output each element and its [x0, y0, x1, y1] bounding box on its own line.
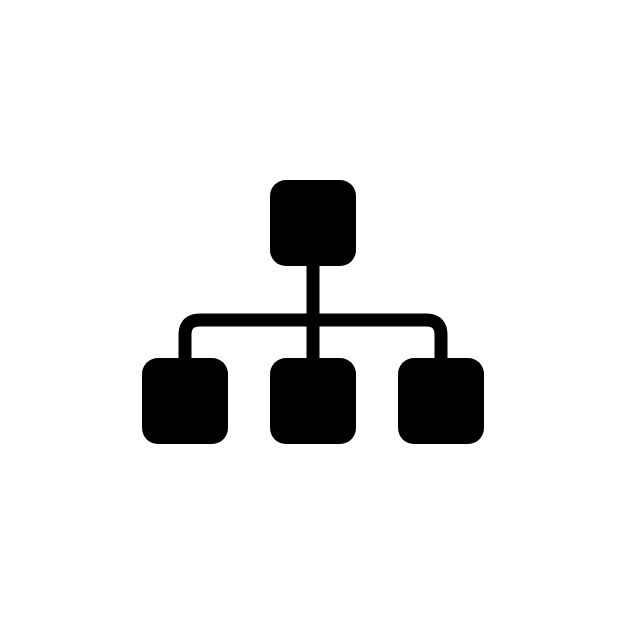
parent-node-icon [270, 180, 356, 266]
connector-lines [178, 262, 448, 362]
child-node-center-icon [270, 358, 356, 444]
branch-connector-icon [178, 313, 448, 362]
child-node-right-icon [398, 358, 484, 444]
child-node-left-icon [142, 358, 228, 444]
